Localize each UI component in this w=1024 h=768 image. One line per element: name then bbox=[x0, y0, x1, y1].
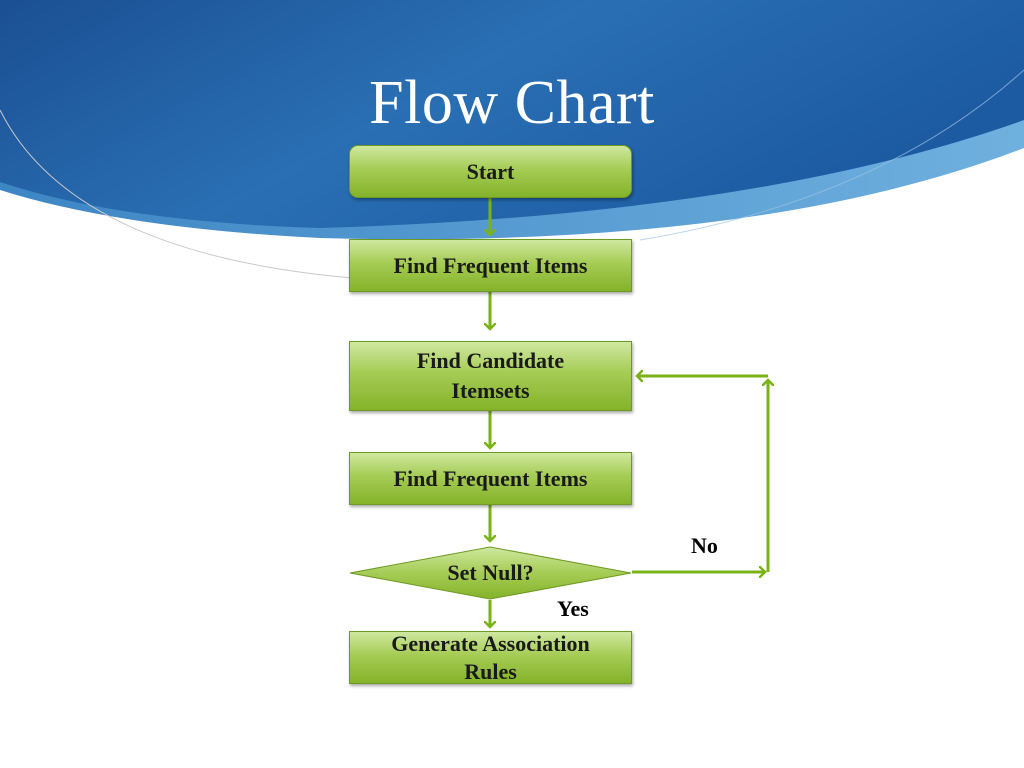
start-node: Start bbox=[349, 145, 632, 198]
header-accent-line-right bbox=[639, 69, 1024, 241]
no-edge-label: No bbox=[691, 533, 718, 558]
find-frequent-items-label-1: Find Frequent Items bbox=[393, 252, 588, 278]
start-label: Start bbox=[466, 158, 515, 184]
find-frequent-items-node-2: Find Frequent Items bbox=[349, 452, 632, 505]
find-candidate-label-line2: Itemsets bbox=[451, 378, 530, 403]
generate-rules-label-line2: Rules bbox=[464, 658, 517, 684]
decision-diamond bbox=[349, 546, 632, 600]
generate-rules-label-line1: Generate Association bbox=[391, 630, 590, 656]
header-dark-band bbox=[0, 0, 1024, 228]
find-frequent-items-node-1: Find Frequent Items bbox=[349, 239, 632, 292]
yes-edge-label: Yes bbox=[557, 596, 589, 621]
find-candidate-itemsets-node: Find Candidate Itemsets bbox=[349, 341, 632, 411]
decision-label: Set Null? bbox=[447, 560, 534, 585]
header-accent-line bbox=[0, 109, 421, 283]
find-candidate-label-line1: Find Candidate bbox=[416, 348, 565, 373]
generate-association-rules-node: Generate Association Rules bbox=[349, 631, 632, 684]
slide-title: Flow Chart bbox=[369, 69, 655, 137]
find-frequent-items-label-2: Find Frequent Items bbox=[393, 465, 588, 491]
